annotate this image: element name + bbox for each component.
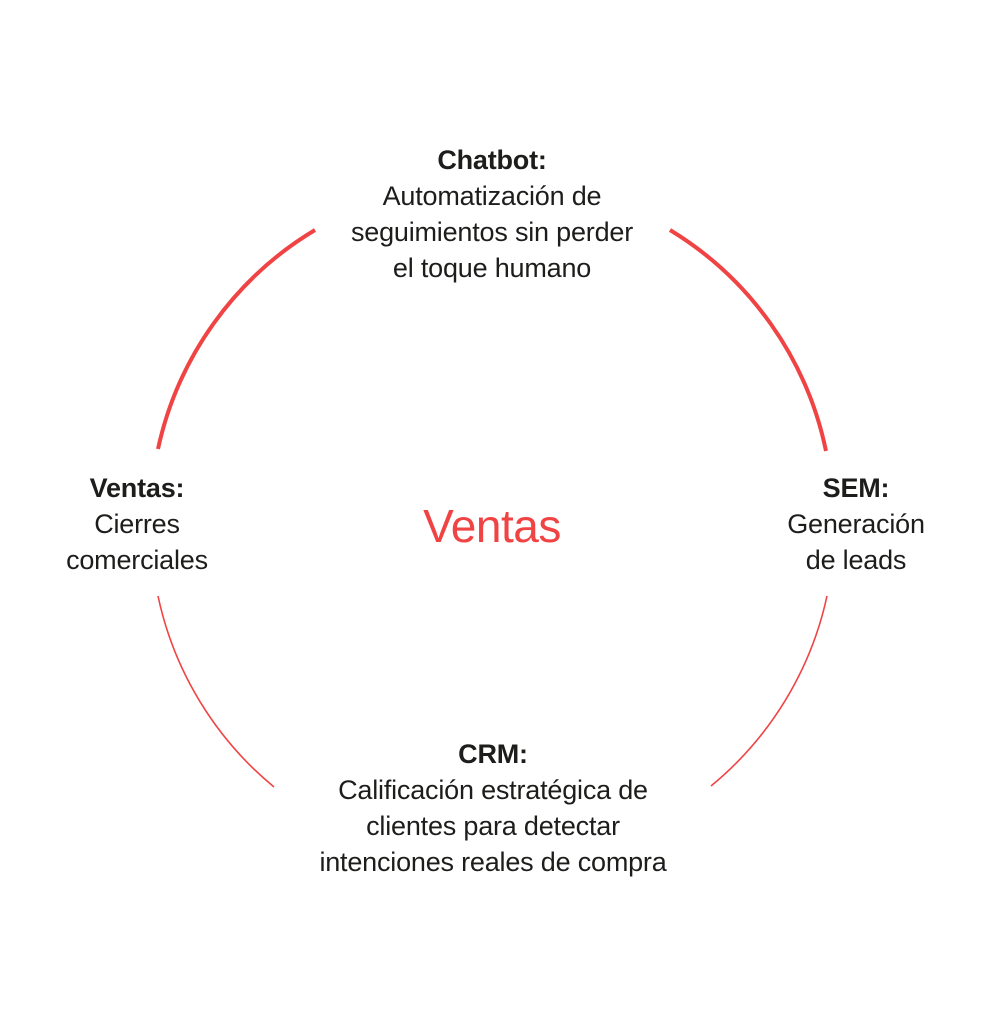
node-sem-title: SEM: bbox=[822, 473, 890, 503]
ring-arc-top-left bbox=[156, 228, 317, 450]
node-sem-desc-line-1: Generación bbox=[787, 509, 925, 539]
node-ventas-desc-line-2: comerciales bbox=[66, 545, 208, 575]
node-chatbot-desc-line-1: Automatización de bbox=[382, 181, 602, 211]
node-crm-desc-line-3: intenciones reales de compra bbox=[319, 847, 667, 877]
node-ventas-desc-line-1: Cierres bbox=[94, 509, 180, 539]
node-crm-desc-line-1: Calificación estratégica de bbox=[338, 775, 648, 805]
node-sem: SEM: Generación de leads bbox=[750, 470, 962, 578]
ring-arc-top-right bbox=[668, 228, 828, 452]
ring-arc-bottom-right bbox=[710, 595, 828, 787]
node-chatbot-title: Chatbot: bbox=[437, 145, 547, 175]
node-chatbot: Chatbot: Automatización de seguimientos … bbox=[290, 142, 694, 286]
node-sem-desc-line-2: de leads bbox=[805, 545, 907, 575]
node-ventas-title: Ventas: bbox=[89, 473, 185, 503]
node-crm: CRM: Calificación estratégica de cliente… bbox=[272, 736, 714, 880]
node-crm-desc-line-2: clientes para detectar bbox=[366, 811, 620, 841]
node-chatbot-desc-line-2: seguimientos sin perder bbox=[350, 217, 634, 247]
node-chatbot-desc-line-3: el toque humano bbox=[392, 253, 592, 283]
node-ventas: Ventas: Cierres comerciales bbox=[32, 470, 242, 578]
ring-arc-bottom-left bbox=[157, 595, 275, 788]
node-crm-title: CRM: bbox=[458, 739, 528, 769]
center-title: Ventas bbox=[423, 500, 561, 552]
